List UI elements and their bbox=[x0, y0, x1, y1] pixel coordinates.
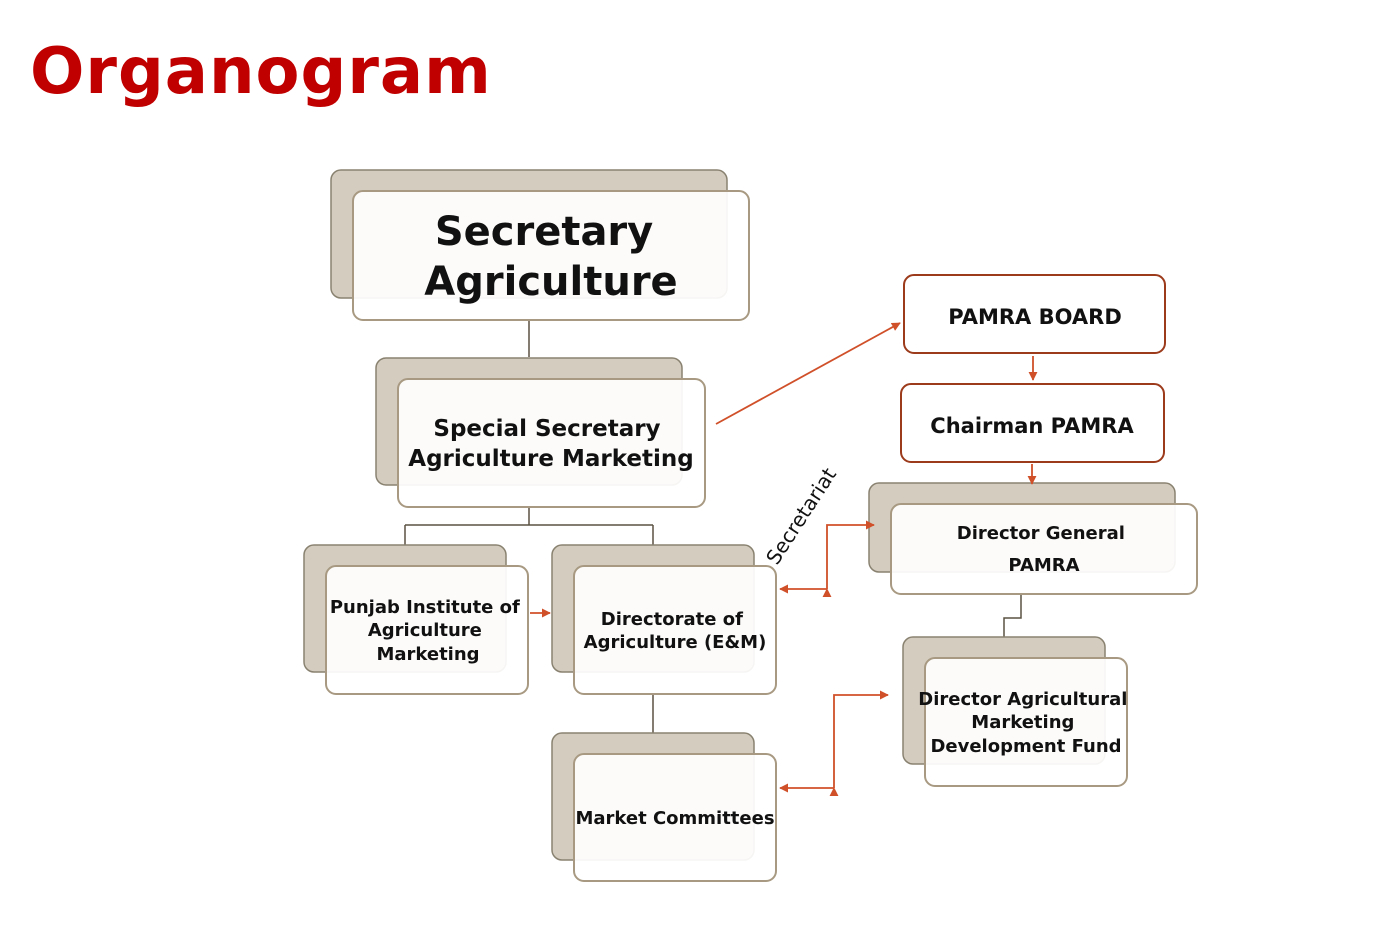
node-label: Market Committees bbox=[575, 808, 774, 829]
node-punjab-institute[interactable]: Punjab Institute of Agriculture Marketin… bbox=[303, 544, 529, 695]
arrow-fund-market bbox=[829, 690, 889, 797]
node-card bbox=[924, 657, 1128, 787]
node-card bbox=[352, 190, 750, 321]
node-special-secretary[interactable]: Special Secretary Agriculture Marketing bbox=[375, 357, 706, 508]
node-label: Punjab Institute of Agriculture Marketin… bbox=[330, 597, 526, 665]
node-label: Director Agricultural Marketing Developm… bbox=[918, 689, 1133, 757]
node-director-fund[interactable]: Director Agricultural Marketing Developm… bbox=[902, 636, 1134, 787]
page-title: Organogram bbox=[30, 35, 492, 109]
node-card bbox=[890, 503, 1198, 595]
hierarchy-connectors bbox=[404, 320, 1022, 733]
node-market-committees[interactable]: Market Committees bbox=[551, 732, 777, 882]
node-director-general[interactable]: Director General PAMRA bbox=[868, 482, 1198, 595]
connector-dg-fund bbox=[1003, 594, 1022, 637]
arrow-special-to-board bbox=[715, 322, 901, 425]
node-card bbox=[397, 378, 706, 508]
node-label: Chairman PAMRA bbox=[930, 414, 1134, 438]
node-label: Directorate of Agriculture (E&M) bbox=[584, 609, 767, 653]
node-label: Special Secretary Agriculture Marketing bbox=[408, 416, 693, 472]
node-label: PAMRA BOARD bbox=[948, 305, 1122, 329]
node-card bbox=[900, 383, 1165, 463]
relation-arrows bbox=[530, 322, 1038, 797]
node-chairman-pamra[interactable]: Chairman PAMRA bbox=[900, 383, 1165, 463]
node-label: Secretary Agriculture bbox=[424, 209, 677, 305]
node-pamra-board[interactable]: PAMRA BOARD bbox=[903, 274, 1166, 354]
node-secretary-agriculture[interactable]: Secretary Agriculture bbox=[330, 169, 750, 321]
node-card bbox=[325, 565, 529, 695]
node-card bbox=[573, 565, 777, 695]
node-label: Director General PAMRA bbox=[957, 523, 1131, 576]
arrow-dg-directorate bbox=[822, 520, 875, 598]
node-directorate[interactable]: Directorate of Agriculture (E&M) bbox=[551, 544, 777, 695]
secretariat-label: Secretariat bbox=[761, 463, 841, 569]
node-card bbox=[903, 274, 1166, 354]
node-card bbox=[573, 753, 777, 882]
